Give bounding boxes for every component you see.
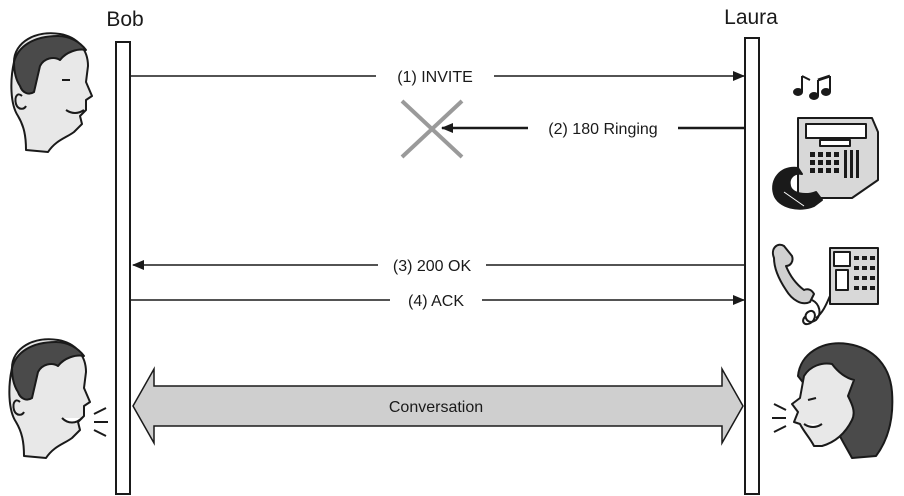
man-talking-icon bbox=[8, 338, 108, 459]
message-ack-label: (4) ACK bbox=[408, 293, 464, 310]
message-ack: (4) ACK bbox=[131, 293, 745, 310]
woman-talking-icon bbox=[772, 342, 894, 459]
message-200-ok: (3) 200 OK bbox=[132, 258, 744, 275]
lifeline-bob bbox=[115, 41, 131, 495]
actor-name-bob: Bob bbox=[106, 8, 143, 31]
ringing-phone-icon bbox=[772, 117, 879, 210]
conversation-arrow: Conversation bbox=[132, 366, 744, 446]
message-invite-label: (1) INVITE bbox=[397, 69, 473, 86]
music-notes-icon bbox=[793, 74, 831, 100]
x-mark-icon bbox=[400, 99, 464, 159]
message-invite: (1) INVITE bbox=[131, 69, 745, 86]
lifeline-laura bbox=[744, 37, 760, 495]
conversation-label: Conversation bbox=[389, 399, 483, 416]
man-face-icon bbox=[10, 32, 93, 153]
message-ringing-label: (2) 180 Ringing bbox=[548, 121, 657, 138]
actor-name-laura: Laura bbox=[724, 6, 778, 29]
message-200-ok-label: (3) 200 OK bbox=[393, 258, 472, 275]
message-ringing: (2) 180 Ringing bbox=[441, 121, 744, 138]
phone-offhook-icon bbox=[772, 243, 879, 326]
